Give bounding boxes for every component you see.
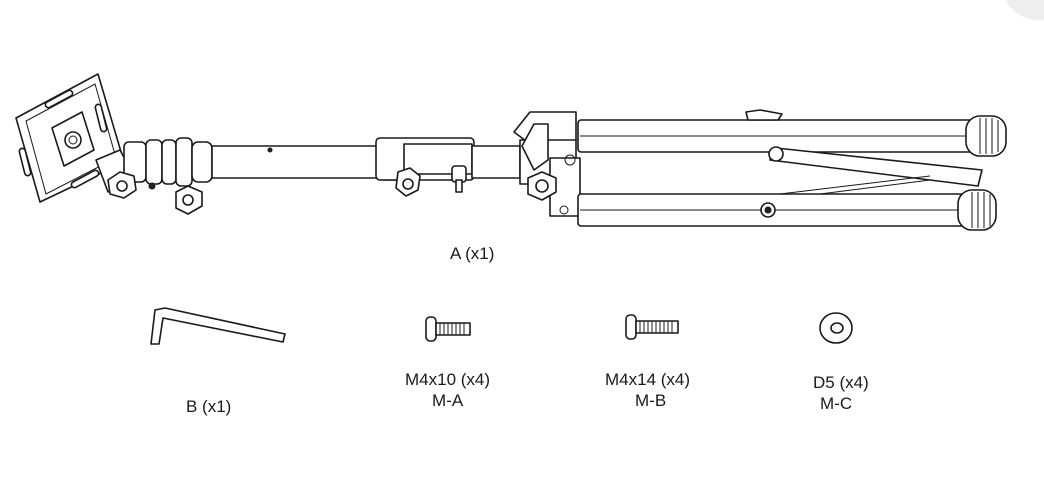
part-ma-code: M-A bbox=[432, 391, 464, 410]
screw-icon bbox=[425, 316, 471, 342]
part-mc-size: D5 (x4) bbox=[813, 373, 869, 392]
monitor-arm-stand-icon bbox=[15, 73, 1007, 231]
washer-icon bbox=[819, 312, 853, 344]
part-a-label: A (x1) bbox=[450, 244, 495, 263]
screw-icon bbox=[625, 314, 679, 340]
part-mb-code: M-B bbox=[635, 391, 667, 410]
part-ma-size: M4x10 (x4) bbox=[405, 370, 491, 389]
allen-key-icon bbox=[150, 307, 286, 345]
part-b-label: B (x1) bbox=[186, 397, 232, 416]
part-mb-size: M4x14 (x4) bbox=[605, 370, 691, 389]
part-mc-code: M-C bbox=[820, 394, 853, 413]
